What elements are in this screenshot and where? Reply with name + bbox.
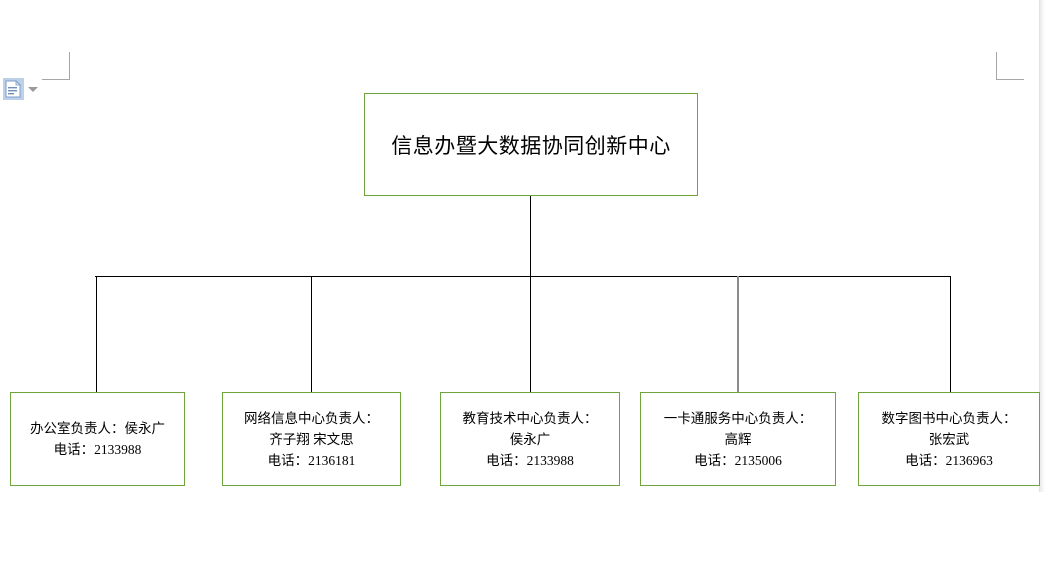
page-right-edge: [1039, 0, 1040, 492]
org-node-card-service[interactable]: 一卡通服务中心负责人： 高辉 电话：2135006: [640, 392, 836, 486]
org-node-office-role: 办公室负责人：侯永广: [30, 421, 165, 436]
org-node-office-phone: 电话：2133988: [53, 442, 142, 457]
org-node-network-phone: 电话：2136181: [267, 452, 356, 468]
org-node-edutech-role: 教育技术中心负责人：: [462, 410, 598, 426]
connector-drop-network: [311, 276, 312, 392]
org-node-network-name: 齐子翔 宋文思: [269, 431, 354, 447]
top-left-margin-mark: [42, 52, 70, 80]
connector-root-stem: [530, 196, 531, 277]
connector-drop-edutech: [530, 276, 531, 392]
org-node-network-role: 网络信息中心负责人：: [244, 410, 379, 426]
org-node-digital-library-phone: 电话：2136963: [905, 452, 993, 468]
org-node-edutech[interactable]: 教育技术中心负责人： 侯永广 电话：2133988: [440, 392, 620, 486]
top-right-margin-mark: [996, 52, 1024, 80]
page-edge-shadow: [1040, 0, 1046, 492]
org-node-edutech-name: 侯永广: [509, 431, 551, 447]
org-node-office[interactable]: 办公室负责人：侯永广 电话：2133988: [10, 392, 185, 486]
org-node-digital-library-role: 数字图书中心负责人：: [881, 410, 1017, 426]
org-node-card-service-phone: 电话：2135006: [694, 452, 782, 468]
org-node-root-title: 信息办暨大数据协同创新中心: [391, 133, 671, 158]
org-node-edutech-phone: 电话：2133988: [486, 452, 574, 468]
org-node-root[interactable]: 信息办暨大数据协同创新中心: [364, 93, 698, 196]
org-node-card-service-name: 高辉: [724, 431, 752, 447]
paste-options-icon[interactable]: [3, 78, 24, 100]
chevron-down-icon[interactable]: [28, 86, 38, 92]
org-node-network[interactable]: 网络信息中心负责人： 齐子翔 宋文思 电话：2136181: [222, 392, 401, 486]
org-node-card-service-role: 一卡通服务中心负责人：: [663, 410, 813, 426]
org-node-digital-library-name: 张宏武: [928, 431, 970, 447]
connector-drop-card: [737, 276, 739, 392]
connector-horizontal-bus: [95, 276, 951, 277]
org-node-digital-library[interactable]: 数字图书中心负责人： 张宏武 电话：2136963: [858, 392, 1040, 486]
paste-options-button[interactable]: [3, 78, 38, 100]
connector-drop-library: [950, 276, 951, 392]
connector-drop-office: [96, 276, 97, 392]
